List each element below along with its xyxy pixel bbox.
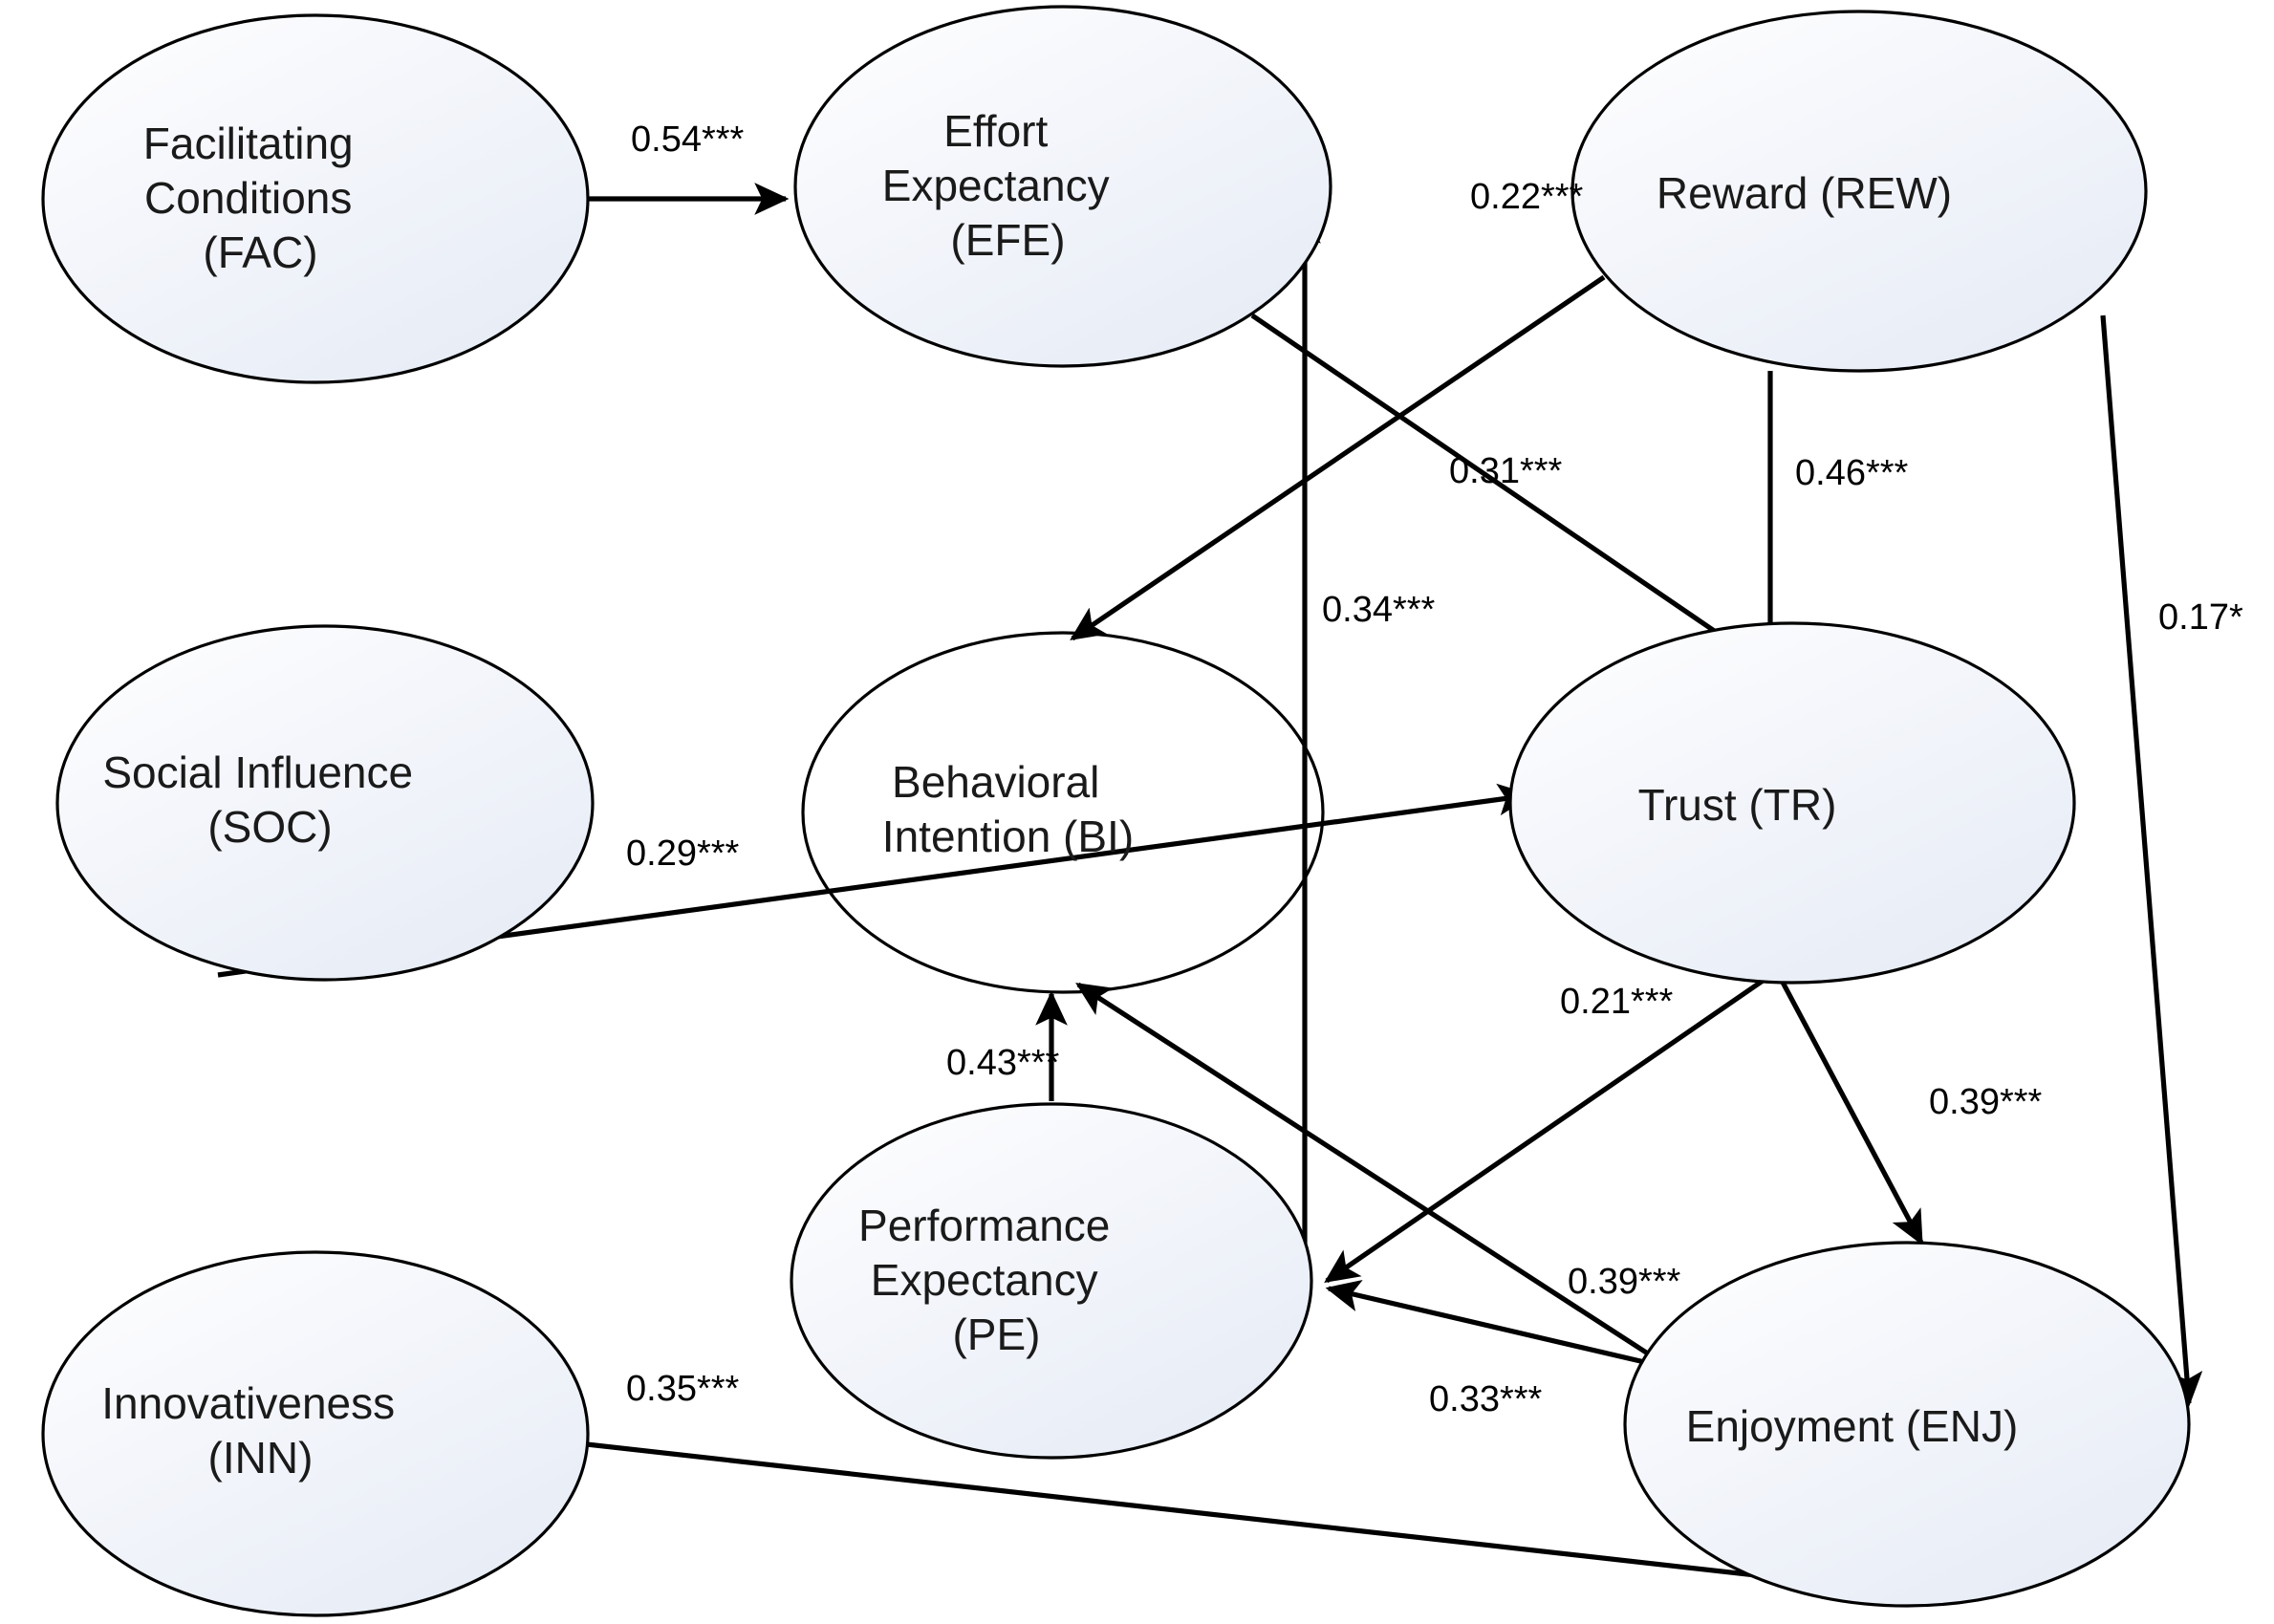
coef-pe-bi: 0.43*** (946, 1043, 1060, 1083)
node-soc-ellipse[interactable] (55, 624, 595, 982)
node-pe-ellipse[interactable] (790, 1102, 1313, 1460)
node-rew-label: Reward (REW) (1657, 168, 2062, 218)
node-efe-line-2: (EFE) (950, 215, 1065, 265)
edge-inn-enj (577, 1440, 1896, 1604)
node-enj-line-0: Enjoyment (ENJ) (1686, 1401, 2019, 1451)
node-bi-ellipse[interactable] (801, 631, 1325, 994)
edge-efe-tr (1250, 313, 1773, 672)
node-fac-line-1: Conditions (144, 173, 352, 223)
node-efe-ellipse[interactable] (793, 5, 1332, 368)
node-tr-label: Trust (TR) (1638, 780, 1947, 830)
node-inn-line-0: Innovativeness (101, 1378, 395, 1428)
node-pe[interactable]: Performance Expectancy (PE) (790, 1102, 1313, 1460)
coef-pe-efe: 0.34*** (1322, 590, 1436, 630)
coef-fac-efe: 0.54*** (631, 119, 745, 160)
node-bi-label: Behavioral Intention (BI) (882, 757, 1244, 861)
node-efe[interactable]: Effort Expectancy (EFE) (793, 5, 1332, 368)
edge-tr-pe (1324, 974, 1770, 1284)
node-fac-line-0: Facilitating (143, 119, 354, 168)
node-tr-line-0: Trust (TR) (1638, 780, 1837, 830)
node-pe-label: Performance Expectancy (PE) (858, 1201, 1245, 1359)
node-rew-line-0: Reward (REW) (1657, 168, 1952, 218)
node-soc[interactable]: Social Influence (SOC) (55, 624, 595, 982)
nodes-layer: Facilitating Conditions (FAC) Effort Exp… (41, 5, 2191, 1617)
node-enj-label: Enjoyment (ENJ) (1686, 1401, 2129, 1451)
coef-tr-enj: 0.39*** (1929, 1082, 2043, 1122)
node-enj-ellipse[interactable] (1623, 1241, 2191, 1608)
edge-tr-enj (1777, 975, 1924, 1246)
coef-enj-pe: 0.39*** (1568, 1262, 1681, 1302)
node-fac-ellipse[interactable] (41, 13, 590, 384)
node-rew[interactable]: Reward (REW) (1570, 10, 2148, 373)
node-efe-label: Effort Expectancy (EFE) (882, 106, 1244, 265)
coef-rew-tr: 0.46*** (1795, 453, 1909, 493)
node-inn-ellipse[interactable] (41, 1250, 590, 1617)
node-soc-line-1: (SOC) (207, 802, 332, 852)
edge-enj-pe (1325, 1280, 1666, 1370)
node-efe-line-0: Effort (943, 106, 1048, 156)
edge-enj-bi (1075, 982, 1656, 1360)
coefficient-labels-layer: 0.54*** 0.22*** 0.31*** 0.46*** 0.34*** … (626, 119, 2243, 1419)
coef-soc-tr: 0.29*** (626, 834, 740, 874)
node-bi-line-0: Behavioral (892, 757, 1099, 807)
node-bi-line-1: Intention (BI) (882, 812, 1134, 861)
node-pe-line-1: Expectancy (871, 1255, 1098, 1305)
node-soc-label: Social Influence (SOC) (102, 747, 547, 852)
node-pe-line-2: (PE) (952, 1310, 1040, 1359)
node-inn-line-1: (INN) (208, 1433, 314, 1483)
node-efe-line-1: Expectancy (882, 161, 1110, 210)
node-fac-label: Facilitating Conditions (FAC) (143, 119, 487, 277)
node-tr-ellipse[interactable] (1508, 621, 2076, 985)
coef-tr-pe: 0.21*** (1560, 982, 1674, 1022)
coef-rew-bi: 0.22*** (1470, 177, 1584, 217)
coef-inn-enj: 0.35*** (626, 1369, 740, 1409)
coef-efe-tr: 0.31*** (1449, 451, 1563, 491)
coef-enj-bi: 0.33*** (1429, 1379, 1543, 1419)
node-rew-ellipse[interactable] (1570, 10, 2148, 373)
node-inn-label: Innovativeness (INN) (101, 1378, 529, 1483)
node-inn[interactable]: Innovativeness (INN) (41, 1250, 590, 1617)
node-fac[interactable]: Facilitating Conditions (FAC) (41, 13, 590, 384)
node-soc-line-0: Social Influence (102, 747, 413, 797)
node-fac-line-2: (FAC) (203, 227, 317, 277)
node-enj[interactable]: Enjoyment (ENJ) (1623, 1241, 2191, 1608)
edge-rew-bi (1070, 274, 1606, 641)
node-bi[interactable]: Behavioral Intention (BI) (801, 631, 1325, 994)
node-tr[interactable]: Trust (TR) (1508, 621, 2076, 985)
edge-rew-enj (2100, 314, 2203, 1407)
node-pe-line-0: Performance (858, 1201, 1110, 1250)
coef-rew-enj: 0.17* (2158, 597, 2243, 638)
